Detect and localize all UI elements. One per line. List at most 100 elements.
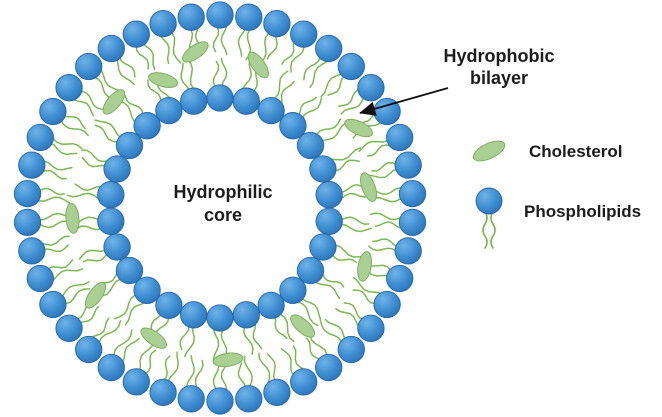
cholesterol-molecule: [140, 327, 168, 349]
hydrophilic-core-line1: Hydrophilic: [173, 182, 273, 202]
cholesterol-molecule: [102, 89, 126, 115]
phospholipid-head: [386, 264, 414, 293]
phospholipid-head: [206, 387, 234, 415]
hydrophobic-bilayer-label: Hydrophobic bilayer: [423, 46, 575, 90]
lipid-tail: [110, 329, 133, 361]
lipid-tail: [312, 276, 341, 300]
phospholipid-head: [97, 353, 125, 382]
phospholipid-head: [103, 155, 131, 183]
phospholipid-head: [315, 207, 343, 235]
cholesterol-molecule: [357, 251, 373, 282]
phospholipid-head: [18, 237, 46, 265]
lipid-tail: [117, 337, 140, 366]
phospholipid-head: [257, 291, 285, 320]
phospholipid-head: [263, 378, 291, 407]
phospholipid-head: [279, 276, 307, 304]
phospholipid-head: [26, 123, 54, 152]
lipid-tail: [95, 67, 124, 94]
lipid-tail: [309, 55, 330, 89]
phospholipid-head: [309, 155, 337, 183]
cholesterol-molecule: [212, 352, 244, 368]
cholesterol-molecule: [181, 41, 209, 63]
legend-cholesterol-icon: [472, 140, 506, 162]
phospholipid-head: [180, 87, 208, 115]
phospholipid-head: [296, 131, 325, 160]
cholesterol-molecule: [290, 314, 316, 338]
legend-phospholipid-icon: [475, 187, 503, 249]
phospholipid-head: [122, 20, 150, 48]
phospholipid-head: [122, 368, 150, 396]
liposome-vesicle: [13, 1, 427, 415]
phospholipid-head: [55, 314, 83, 342]
phospholipid-head: [55, 74, 83, 102]
phospholipid-head: [115, 131, 144, 160]
lipid-tail: [241, 60, 252, 95]
phospholipid-head: [206, 304, 234, 332]
hydrophilic-core-line2: core: [203, 204, 243, 225]
lipid-tail: [47, 268, 84, 281]
phospholipid-head: [133, 112, 161, 140]
phospholipid-head: [232, 87, 260, 115]
phospholipid-head: [13, 208, 42, 237]
hydrophilic-core-label: Hydrophilic core: [138, 181, 308, 226]
hydrophobic-bilayer-line1: Hydrophobic: [443, 46, 555, 66]
lipid-tail: [259, 27, 272, 64]
lipid-tail: [168, 27, 182, 64]
phospholipid-head: [398, 179, 427, 208]
phospholipid-head: [149, 378, 177, 407]
cholesterol-molecule: [360, 172, 377, 202]
phospholipid-head: [398, 208, 427, 237]
lipid-tail: [212, 323, 220, 362]
cholesterol-molecule: [148, 72, 179, 88]
lipid-tail: [371, 187, 407, 195]
phospholipid-head: [155, 291, 183, 320]
phospholipid-head: [18, 151, 46, 179]
phospholipid-head: [315, 353, 343, 382]
phospholipid-head: [235, 385, 263, 413]
cholesterol-molecule: [247, 51, 269, 79]
cholesterol-molecule: [84, 281, 107, 309]
phospholipid-head: [177, 3, 205, 31]
lipid-tail: [38, 160, 73, 171]
phospholipid-head: [373, 290, 401, 319]
phospholipid-head: [394, 151, 422, 179]
bilayer-pointer-arrow: [359, 87, 449, 116]
phospholipid-head: [337, 52, 365, 81]
phospholipid-head: [257, 96, 285, 125]
lipid-tail: [185, 354, 195, 393]
phospholipid-head: [315, 34, 343, 63]
lipid-tail: [280, 348, 299, 379]
hydrophobic-bilayer-line2: bilayer: [469, 67, 529, 88]
phospholipid-head: [232, 301, 260, 329]
legend-label-cholesterol: Cholesterol: [529, 142, 623, 161]
phospholipid-head: [133, 276, 161, 304]
phospholipid-head: [115, 256, 144, 285]
cholesterol-molecule: [65, 202, 80, 234]
phospholipid-head: [26, 264, 54, 293]
phospholipid-head: [290, 20, 318, 48]
phospholipid-head: [337, 335, 365, 364]
lipid-tail: [114, 291, 141, 320]
cholesterol-molecule: [344, 118, 373, 138]
phospholipid-head: [206, 84, 234, 112]
phospholipid-head: [206, 1, 234, 29]
phospholipid-head: [290, 368, 318, 396]
lipid-tail: [326, 147, 362, 164]
phospholipid-head: [75, 335, 103, 364]
phospholipid-head: [13, 179, 42, 208]
phospholipid-head: [279, 112, 307, 140]
phospholipid-head: [357, 74, 385, 102]
phospholipid-head: [103, 233, 131, 261]
phospholipid-head: [296, 256, 325, 285]
phospholipid-head: [263, 9, 291, 38]
phospholipid-head: [39, 290, 67, 319]
lipid-tail: [329, 244, 366, 258]
phospholipid-head: [235, 3, 263, 31]
phospholipid-head: [309, 233, 337, 261]
phospholipid-head: [39, 97, 67, 126]
phospholipid-head: [180, 301, 208, 329]
lipid-tail: [33, 196, 71, 204]
phospholipid-head: [177, 385, 205, 413]
